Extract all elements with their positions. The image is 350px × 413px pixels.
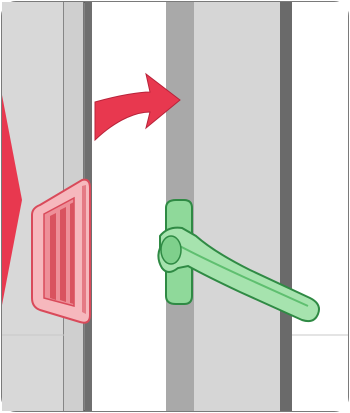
recessed-pull-handle [31, 178, 91, 324]
lever-door-handle [157, 199, 320, 323]
right-door-panel [194, 2, 280, 411]
curved-arrow-right-icon [94, 72, 181, 142]
chevron-right-icon [2, 95, 22, 305]
door-gap [92, 2, 166, 411]
right-dark-strip [280, 2, 292, 411]
right-white-area [292, 2, 348, 411]
